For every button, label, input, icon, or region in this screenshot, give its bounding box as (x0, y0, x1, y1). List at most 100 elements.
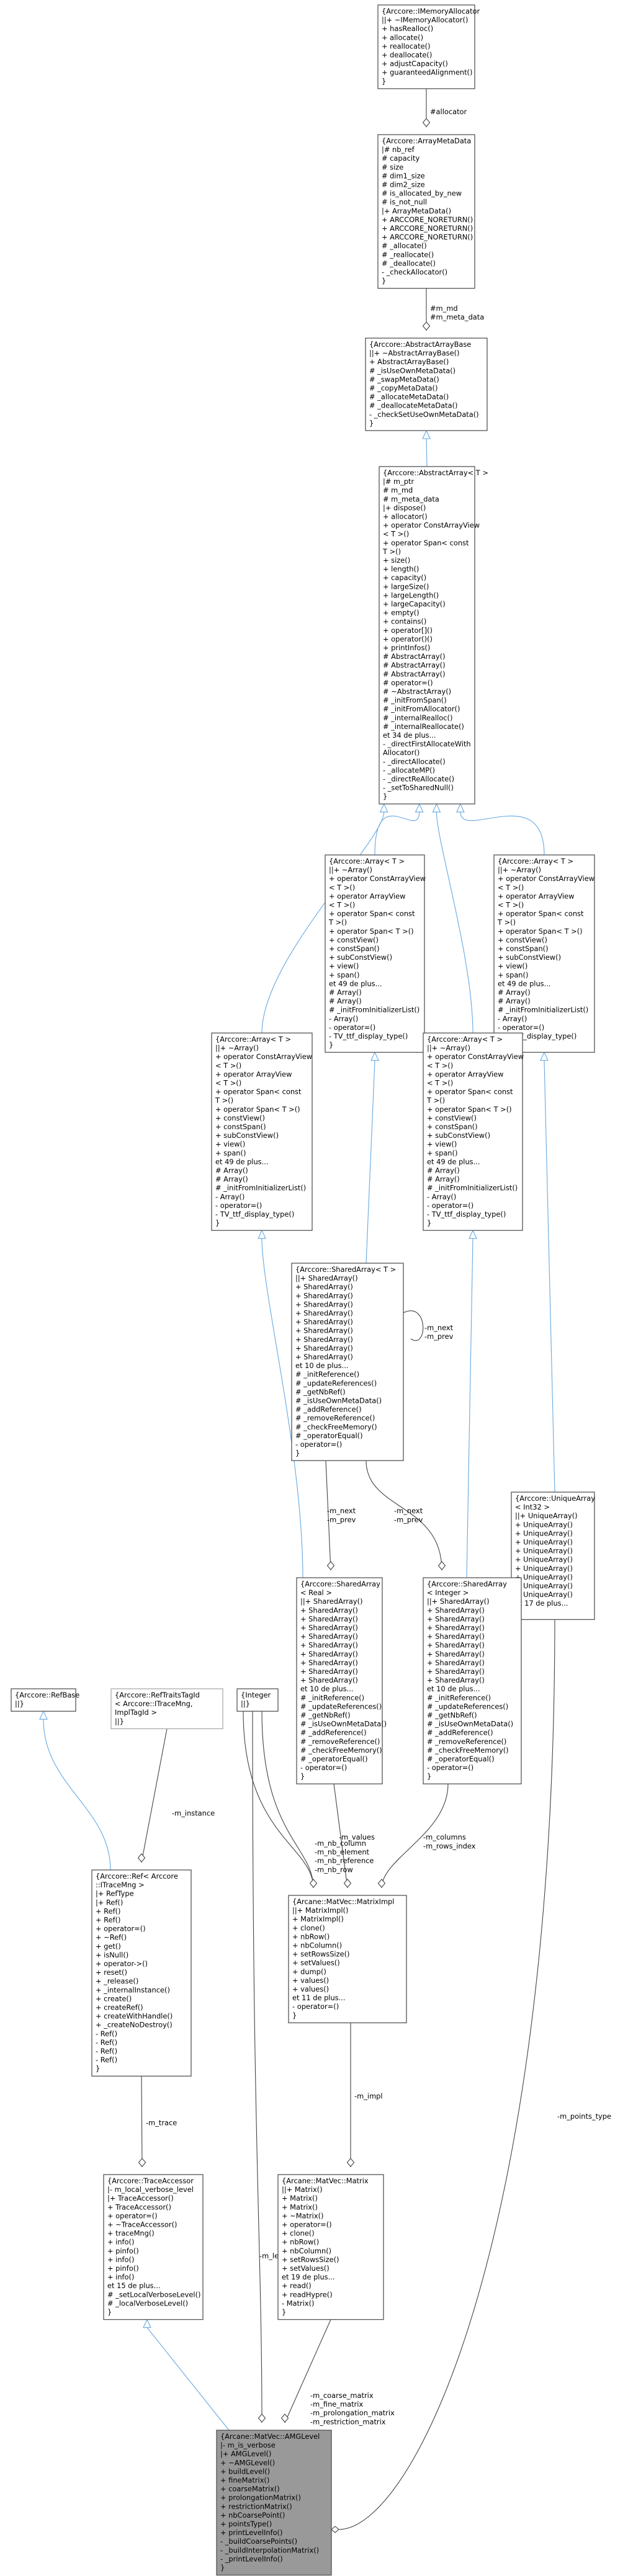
node-line: ||+ SharedArray() (427, 1597, 490, 1606)
node-line: + deallocate() (382, 51, 432, 60)
node-box (91, 1869, 192, 2077)
node-line: < Integer > (427, 1588, 469, 1597)
node-array-right[interactable]: {Arccore::Array< T >||+ ~Array()+ operat… (493, 854, 595, 1053)
node-line: } (427, 1772, 431, 1781)
edge-self-next-prev (403, 1310, 424, 1341)
node-memory-allocator[interactable]: {Arccore::IMemoryAllocator||+ ~IMemoryAl… (377, 4, 480, 89)
node-array-left[interactable]: {Arccore::Array< T >||+ ~Array()+ operat… (211, 1032, 313, 1231)
edge-label: -m_nb_row (315, 1865, 353, 1874)
edge-inherit-trace (146, 2327, 230, 2431)
node-line: + operator ConstArrayView (215, 1052, 312, 1061)
node-line: + SharedArray() (427, 1614, 485, 1623)
node-matrix[interactable]: {Arcane::MatVec::Matrix||+ Matrix()+ Mat… (277, 2174, 384, 2320)
node-line: + operator Span< T >() (498, 927, 583, 936)
node-trace-accessor[interactable]: {Arccore::TraceAccessor|- m_local_verbos… (103, 2174, 204, 2320)
node-line: + operator Span< T >() (329, 927, 414, 936)
node-line: } (220, 2564, 225, 2572)
node-line: + _release() (96, 1977, 138, 1985)
node-line: ||+ ~AbstractArrayBase() (369, 349, 460, 357)
node-line: + ARCCORE_NORETURN() (382, 233, 473, 241)
node-line: |# nb_ref (382, 145, 415, 154)
node-line: + SharedArray() (300, 1606, 358, 1614)
node-line: + Ref() (96, 1907, 120, 1915)
node-line: |+ dispose() (383, 503, 426, 512)
node-array-mid[interactable]: {Arccore::Array< T >||+ ~Array()+ operat… (325, 854, 426, 1053)
node-line: {Arccore::Array< T > (427, 1035, 503, 1044)
node-line: # _initReference() (300, 1693, 364, 1702)
composition-diamond (309, 1879, 318, 1888)
node-line: {Arccore::ArrayMetaData (382, 136, 471, 145)
node-line: # _initReference() (295, 1370, 359, 1379)
node-matrix-impl[interactable]: {Arcane::MatVec::MatrixImpl||+ MatrixImp… (288, 1895, 407, 2024)
edge-values (333, 1784, 348, 1889)
composition-diamond (343, 1879, 352, 1888)
node-line: + SharedArray() (295, 1300, 353, 1308)
node-ref-base[interactable]: {Arccore::RefBase||} (11, 1688, 79, 1712)
node-line: # _initReference() (427, 1693, 491, 1702)
edge-label: -m_trace (146, 2119, 177, 2127)
node-line: + clone() (292, 1923, 325, 1932)
node-line: # _operatorEqual() (427, 1755, 495, 1763)
edge-level (252, 1711, 262, 2423)
node-line: + operator ConstArrayView (427, 1052, 524, 1061)
node-line: # AbstractArray() (383, 669, 446, 678)
edge-label: -m_rows_index (423, 1841, 476, 1850)
node-line: + span() (427, 1148, 457, 1157)
node-shared-array-real[interactable]: {Arccore::SharedArray< Real >||+ SharedA… (296, 1577, 387, 1784)
node-ref-trace[interactable]: {Arccore::Ref< Arccore::ITraceMng >|+ Re… (91, 1869, 192, 2077)
node-line: - operator=() (300, 1763, 347, 1772)
composition-diamond (422, 321, 431, 331)
node-line: + traceMng() (107, 2229, 155, 2238)
node-line: + operator ConstArrayView (383, 521, 480, 530)
edge-label: -m_prev (394, 1515, 423, 1524)
edge-label: -m_impl (354, 2092, 383, 2101)
node-line: et 15 de plus... (107, 2281, 160, 2290)
node-line: + operator ArrayView (215, 1070, 292, 1078)
node-line: + printLevelInfo() (220, 2528, 282, 2537)
node-box (216, 2430, 332, 2576)
node-line: + nbCoarsePoint() (220, 2511, 285, 2520)
node-line: + SharedArray() (300, 1676, 358, 1684)
node-line: + isNull() (96, 1951, 128, 1959)
node-line: + AbstractArrayBase() (369, 357, 449, 366)
node-line: {Arccore::TraceAccessor (107, 2176, 194, 2185)
node-line: } (295, 1449, 300, 1457)
node-line: T >() (497, 918, 516, 927)
node-line: # _allocateMetaData() (369, 393, 449, 401)
node-array-metadata[interactable]: {Arccore::ArrayMetaData|# nb_ref# capaci… (377, 134, 475, 289)
node-shared-array-integer[interactable]: {Arccore::SharedArray< Integer >||+ Shar… (423, 1577, 522, 1784)
node-line: {Integer (241, 1691, 271, 1699)
node-line: ||+ ~Array() (498, 865, 541, 874)
node-line: + size() (383, 556, 410, 565)
node-line: - Ref() (96, 2047, 117, 2055)
node-line: # Array() (427, 1175, 460, 1184)
inheritance-arrow (379, 803, 388, 813)
node-array-center[interactable]: {Arccore::Array< T >||+ ~Array()+ operat… (423, 1032, 524, 1231)
node-line: + operator ArrayView (427, 1070, 503, 1078)
node-line: + UniqueArray() (515, 1520, 573, 1529)
node-line: + SharedArray() (427, 1650, 485, 1658)
node-integer[interactable]: {Integer||} (236, 1688, 279, 1712)
node-box (423, 1032, 523, 1231)
node-unique-array[interactable]: {Arccore::UniqueArray< Int32 >||+ Unique… (511, 1491, 595, 1621)
node-line: } (215, 1219, 220, 1227)
composition-diamond (422, 118, 431, 127)
node-abstract-array-base[interactable]: {Arccore::AbstractArrayBase||+ ~Abstract… (365, 338, 488, 431)
node-line: + UniqueArray() (515, 1547, 573, 1555)
node-line: ||+ ~IMemoryAllocator() (382, 16, 468, 24)
node-line: # _initFromInitializerList() (498, 1006, 588, 1014)
node-line: {Arccore::RefTraitsTagId (115, 1691, 200, 1699)
node-line: - _checkAllocator() (382, 268, 447, 277)
node-ref-traits[interactable]: {Arccore::RefTraitsTagId< Arccore::ITrac… (110, 1688, 223, 1730)
node-line: + SharedArray() (427, 1624, 485, 1632)
node-line: ||} (15, 1699, 24, 1708)
inheritance-arrow (370, 1051, 379, 1061)
edge-inherit-base (426, 438, 428, 467)
edge-label: -m_next (394, 1506, 423, 1515)
node-line: + SharedArray() (295, 1318, 353, 1326)
node-line: - _allocateMP() (383, 766, 435, 774)
node-line: + nbColumn() (292, 1941, 342, 1950)
node-amg-level[interactable]: {Arcane::MatVec::AMGLevel|- m_is_verbose… (216, 2430, 332, 2576)
node-shared-array-t[interactable]: {Arccore::SharedArray< T >||+ SharedArra… (291, 1263, 404, 1461)
node-abstract-array[interactable]: {Arccore::AbstractArray< T >|# m_ptr# m_… (379, 466, 488, 805)
